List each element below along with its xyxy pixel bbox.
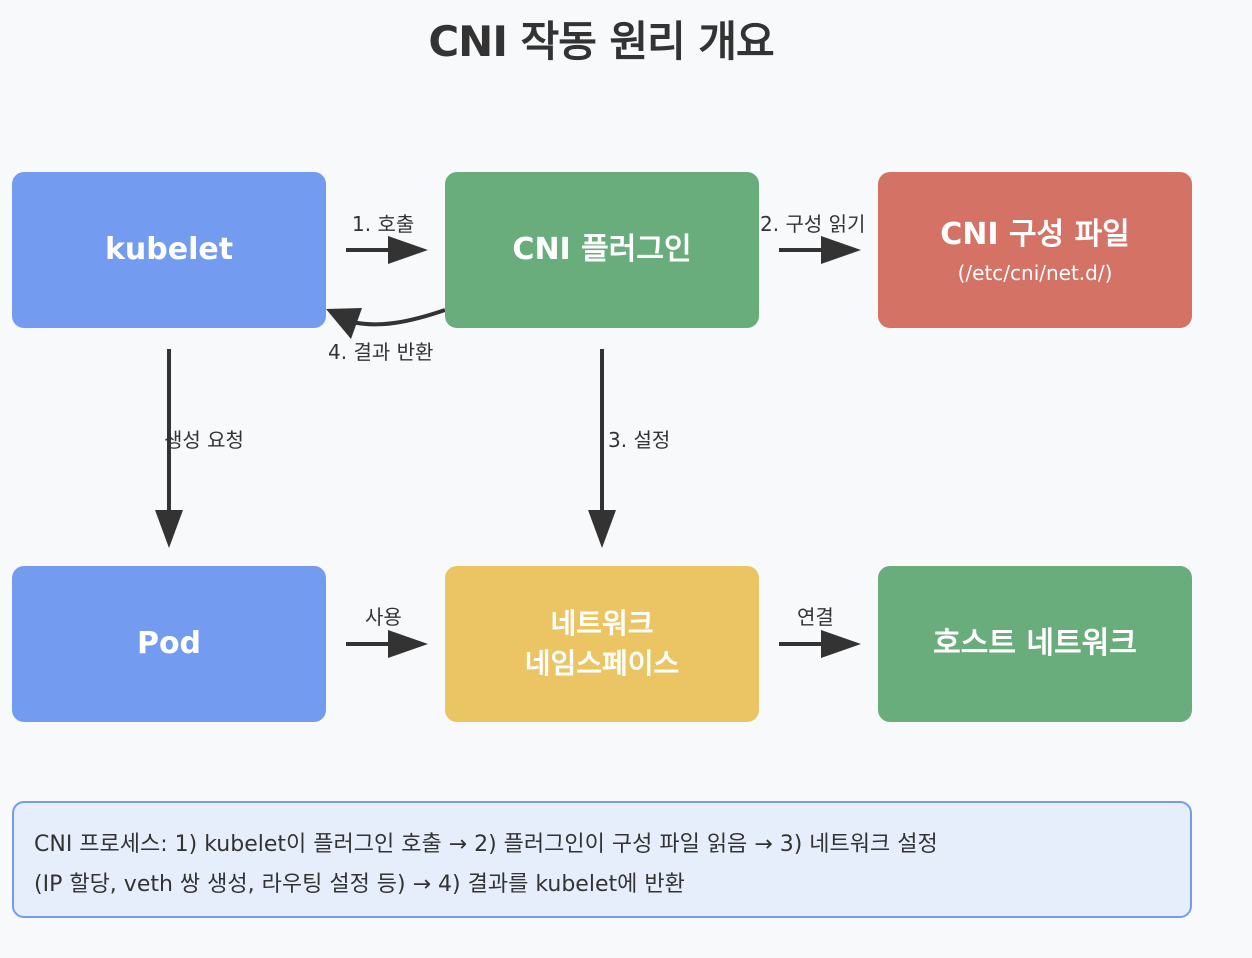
edge-label-use: 사용	[365, 605, 402, 629]
cni-plugin-label: CNI 플러그인	[512, 232, 692, 267]
arrow-setup	[588, 349, 616, 548]
network-namespace-node: 네트워크 네임스페이스	[445, 566, 759, 722]
host-network-label: 호스트 네트워크	[933, 626, 1137, 661]
edge-label-setup: 3. 설정	[608, 428, 671, 452]
pod-label: Pod	[136, 626, 202, 661]
arrow-call	[346, 236, 428, 264]
network-namespace-line1: 네트워크	[550, 607, 654, 640]
host-network-node: 호스트 네트워크	[878, 566, 1192, 722]
edge-label-create-request: 생성 요청	[164, 428, 244, 452]
kubelet-label: kubelet	[104, 232, 234, 267]
arrow-connect	[779, 630, 861, 658]
edge-label-connect: 연결	[797, 605, 834, 629]
arrow-use	[346, 630, 428, 658]
diagram-title: CNI 작동 원리 개요	[428, 17, 774, 66]
pod-node: Pod	[12, 566, 326, 722]
note-line-1: CNI 프로세스: 1) kubelet이 플러그인 호출 → 2) 플러그인이…	[34, 832, 938, 857]
edge-label-read-config: 2. 구성 읽기	[760, 212, 866, 236]
note-line-2: (IP 할당, veth 쌍 생성, 라우팅 설정 등) → 4) 결과를 ku…	[34, 872, 685, 897]
kubelet-node: kubelet	[12, 172, 326, 328]
cni-config-path: (/etc/cni/net.d/)	[957, 261, 1113, 285]
network-namespace-line2: 네임스페이스	[524, 647, 680, 680]
process-summary-note: CNI 프로세스: 1) kubelet이 플러그인 호출 → 2) 플러그인이…	[12, 801, 1192, 918]
cni-plugin-node: CNI 플러그인	[445, 172, 759, 328]
arrow-return-result	[326, 308, 446, 339]
edge-label-return-result: 4. 결과 반환	[328, 340, 434, 364]
arrow-create-request	[155, 349, 183, 548]
cni-config-label: CNI 구성 파일	[940, 217, 1130, 252]
cni-config-node: CNI 구성 파일 (/etc/cni/net.d/)	[878, 172, 1192, 328]
edge-label-call: 1. 호출	[352, 212, 415, 236]
arrow-read-config	[779, 236, 861, 264]
